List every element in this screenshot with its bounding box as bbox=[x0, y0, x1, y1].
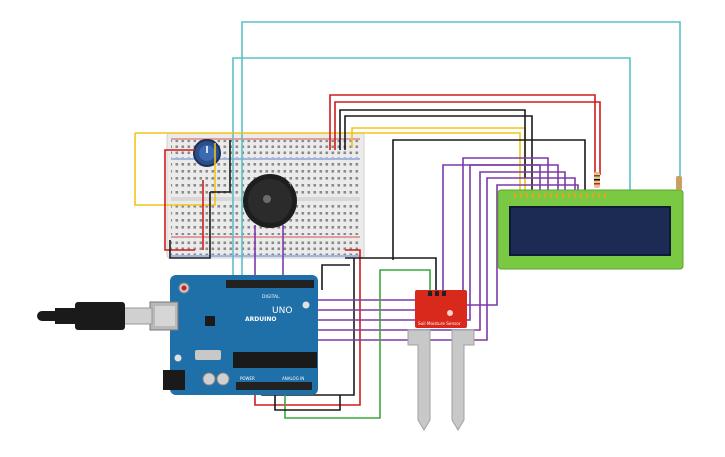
wire-black bbox=[321, 264, 350, 290]
wire-red bbox=[329, 94, 596, 175]
sensor-label: Soil Moisture Sensor bbox=[418, 321, 461, 326]
wire-red bbox=[254, 249, 361, 406]
wire-green bbox=[284, 269, 431, 419]
potentiometer[interactable] bbox=[193, 139, 221, 167]
arduino-brand-label: ARDUINO bbox=[245, 316, 276, 323]
wire-purple bbox=[442, 184, 579, 306]
wire-black bbox=[392, 139, 586, 260]
wire-purple bbox=[300, 164, 559, 321]
arduino-power-label: POWER bbox=[240, 376, 255, 381]
piezo-buzzer[interactable]: + bbox=[243, 174, 297, 228]
arduino-uno-board[interactable]: DIGITAL ARDUINO UNO POWER ANALOG IN bbox=[149, 275, 318, 395]
arduino-analog-label: ANALOG IN bbox=[282, 376, 304, 381]
wire-black bbox=[345, 257, 437, 290]
lcd-display[interactable] bbox=[497, 189, 684, 270]
wire-black bbox=[339, 109, 526, 178]
wire-cyan bbox=[241, 21, 681, 285]
soil-moisture-sensor[interactable]: Soil Moisture Sensor bbox=[407, 290, 475, 431]
wire-cyan bbox=[232, 57, 631, 285]
arduino-model-label: UNO bbox=[272, 306, 292, 316]
wire-black bbox=[344, 115, 533, 192]
wire-black bbox=[169, 192, 211, 259]
svg-text:+: + bbox=[288, 181, 293, 188]
wire-purple bbox=[300, 164, 541, 301]
usb-cable[interactable] bbox=[37, 302, 153, 330]
wire-purple bbox=[300, 157, 549, 311]
wire-yellow bbox=[351, 127, 526, 192]
resistor[interactable] bbox=[594, 172, 600, 188]
wire-black bbox=[210, 140, 231, 193]
wire-red bbox=[164, 149, 195, 251]
arduino-digital-label: DIGITAL bbox=[262, 294, 280, 300]
resistor[interactable] bbox=[676, 176, 682, 190]
wire-red bbox=[334, 101, 601, 175]
wire-black bbox=[274, 392, 341, 411]
